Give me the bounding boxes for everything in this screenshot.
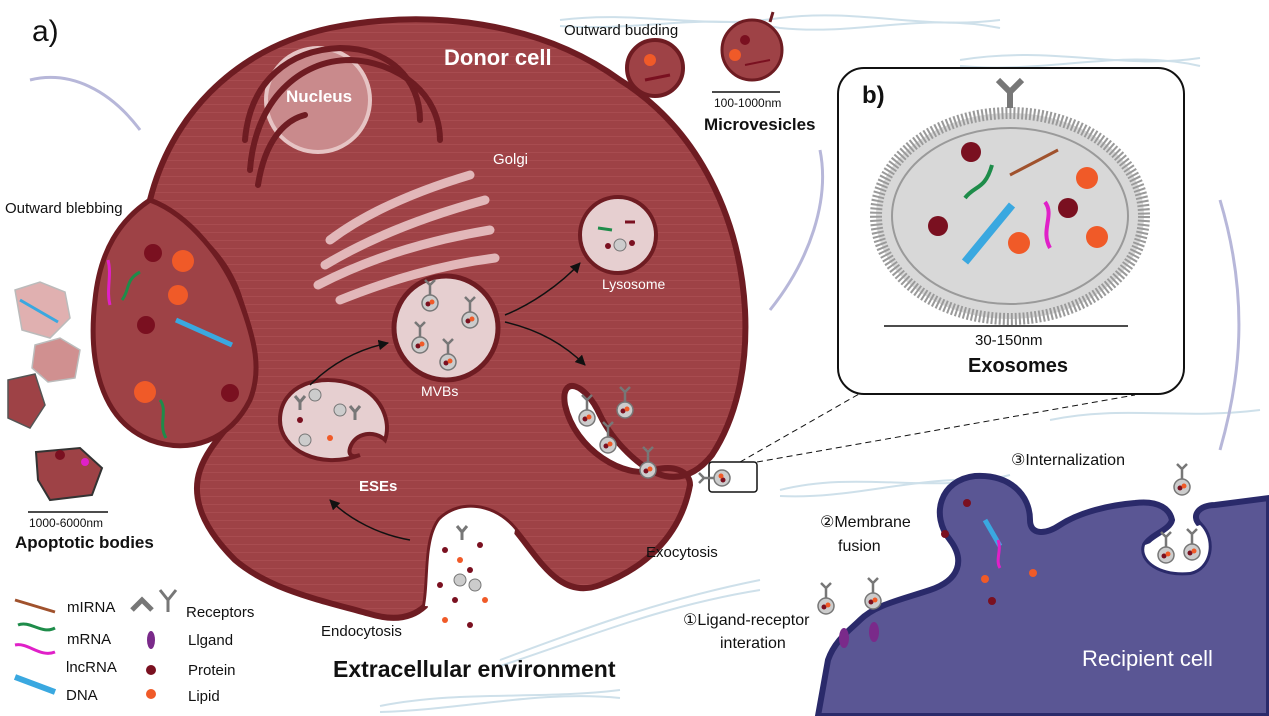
microvesicles-label: Microvesicles [704, 115, 816, 134]
endoplasmic-reticulum [242, 44, 443, 188]
step1-line2: interation [720, 635, 786, 652]
background-fibers [29, 75, 1241, 451]
background-dna-strands [379, 14, 1261, 713]
recipient-cell-label: Recipient cell [1082, 646, 1213, 671]
endocytosis-invagination [425, 507, 515, 628]
legend-icons [13, 589, 178, 699]
apoptotic-bodies [7, 281, 104, 502]
ligand-receptor-exosomes [816, 576, 883, 648]
legend-receptors: Receptors [186, 604, 255, 621]
zoom-lines [739, 389, 1136, 463]
exosome-cargo [928, 142, 1108, 265]
legend-lipid: Lipid [188, 688, 220, 705]
endocytosis-label: Endocytosis [321, 623, 402, 640]
golgi-label: Golgi [493, 151, 529, 168]
blebbing-protrusion [90, 197, 259, 449]
internalization-pocket [1144, 462, 1209, 573]
pathway-arrows [309, 262, 586, 541]
exocytosis-label: Exocytosis [646, 544, 718, 561]
mvbs-label: MVBs [421, 383, 459, 399]
step2-line1: ②Membrane [820, 514, 911, 531]
legend-dna: DNA [66, 687, 98, 704]
microvesicle-size: 100-1000nm [714, 96, 782, 110]
apoptotic-bodies-label: Apoptotic bodies [15, 533, 154, 552]
lysosome-label: Lysosome [602, 276, 666, 292]
panel-b-label: b) [862, 82, 885, 109]
step2-line2: fusion [838, 538, 881, 555]
legend-mirna: mIRNA [67, 599, 116, 616]
panel-a-label: a) [32, 15, 59, 48]
mvb-organelle [391, 273, 501, 383]
microvesicle [720, 11, 784, 82]
recipient-cell [814, 472, 1269, 716]
exosome-receptors [995, 77, 1025, 108]
step1-line1: ①Ligand-receptor [683, 612, 810, 629]
exosome-size: 30-150nm [975, 332, 1043, 349]
step3-label: ③Internalization [1011, 452, 1125, 469]
extracellular-label: Extracellular environment [333, 656, 616, 682]
budding-microvesicle [625, 38, 685, 98]
lysosome-organelle [578, 195, 658, 275]
eses-label: ESEs [359, 478, 398, 495]
outward-blebbing-label: Outward blebbing [5, 200, 123, 217]
legend-lncrna: lncRNA [66, 659, 117, 676]
exosomes-label: Exosomes [968, 355, 1069, 377]
nucleus-label: Nucleus [286, 87, 353, 106]
blebbing-cargo [106, 244, 239, 439]
outward-budding-label: Outward budding [564, 22, 679, 39]
fusion-cargo [941, 499, 1037, 605]
golgi-apparatus [313, 170, 500, 305]
legend-ligand: Llgand [188, 632, 234, 649]
donor-cell-label: Donor cell [444, 45, 552, 70]
early-sorting-endosome [277, 378, 389, 462]
legend-mrna: mRNA [67, 631, 112, 648]
legend-protein: Protein [188, 662, 236, 679]
apoptotic-size: 1000-6000nm [29, 516, 104, 530]
